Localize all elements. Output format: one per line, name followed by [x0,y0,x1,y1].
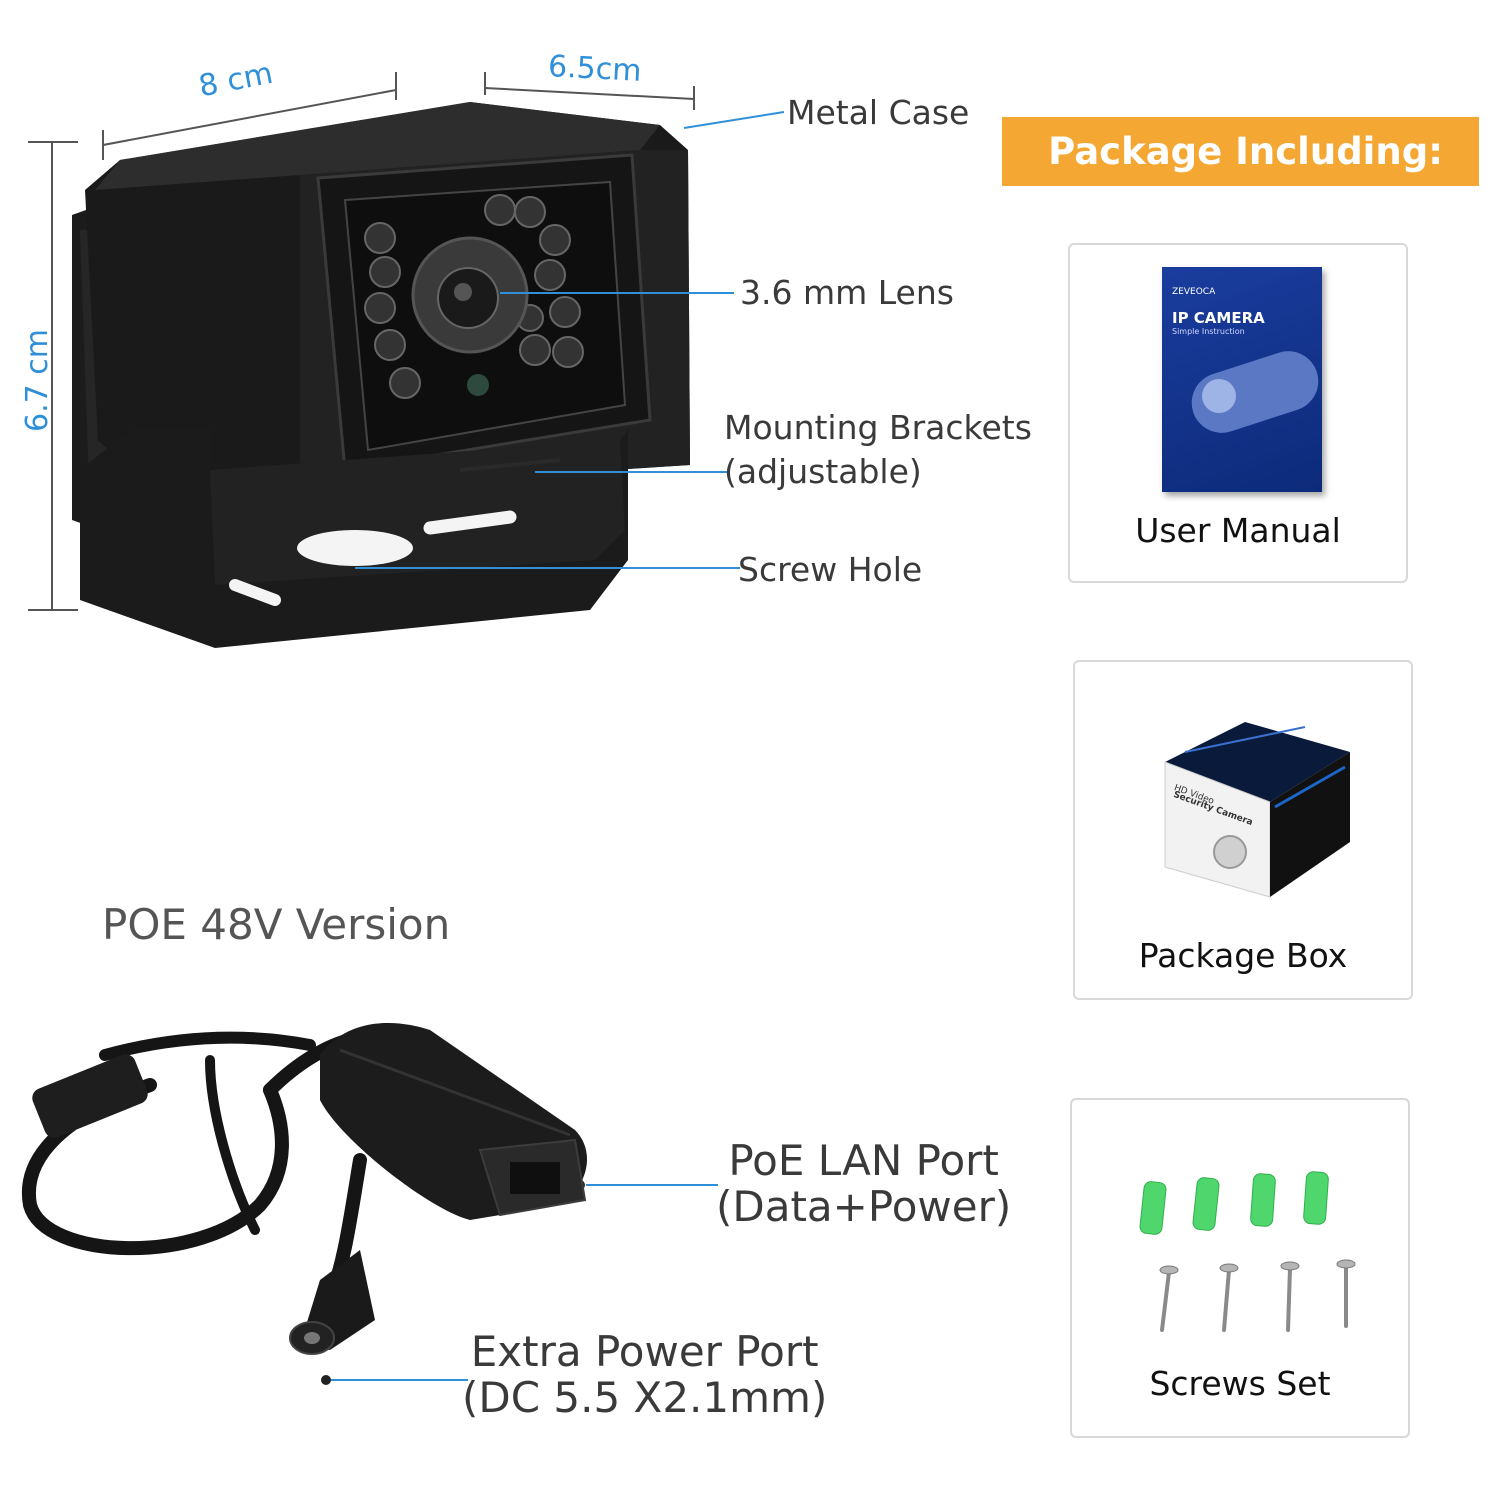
callout-brackets-line1: Mounting Brackets [724,408,1032,447]
package-header: Package Including: [1002,117,1479,186]
manual-subtitle: Simple Instruction [1172,327,1245,336]
callout-lines [321,111,785,1385]
package-box-image [1164,722,1350,898]
dimension-lines [28,72,695,611]
callout-metal-case: Metal Case [787,93,970,132]
manual-title: IP CAMERA [1172,309,1265,327]
callout-brackets-line2: (adjustable) [724,451,922,491]
callout-poe-lan: PoE LAN Port (Data+Power) [716,1136,1012,1232]
callout-poe-lan-line1: PoE LAN Port [728,1136,999,1185]
screws-set-image [1139,1171,1356,1332]
callout-lens: 3.6 mm Lens [740,273,954,312]
callout-screw-hole: Screw Hole [738,550,923,589]
package-box-label: Package Box [1138,936,1348,975]
package-item-user-manual: ZEVEOCA IP CAMERA Simple Instruction Use… [1068,243,1408,583]
callout-poe-lan-line2: (Data+Power) [716,1182,1012,1232]
screws-set-label: Screws Set [1149,1364,1331,1403]
callout-brackets: Mounting Brackets (adjustable) [724,406,1032,493]
user-manual-image: ZEVEOCA IP CAMERA Simple Instruction [1162,267,1322,492]
version-label: POE 48V Version [102,900,451,949]
callout-power-port-line1: Extra Power Port [470,1327,819,1376]
package-item-screws-set: Screws Set [1070,1098,1410,1438]
manual-brand: ZEVEOCA [1172,287,1216,297]
callout-power-port: Extra Power Port (DC 5.5 X2.1mm) [462,1327,828,1423]
poe-splitter-illustration [21,1022,587,1355]
user-manual-label: User Manual [1135,511,1341,550]
camera-illustration [72,102,690,648]
callout-power-port-line2: (DC 5.5 X2.1mm) [462,1373,828,1423]
package-item-package-box: HD Video Security Camera Package Box [1073,660,1413,1000]
